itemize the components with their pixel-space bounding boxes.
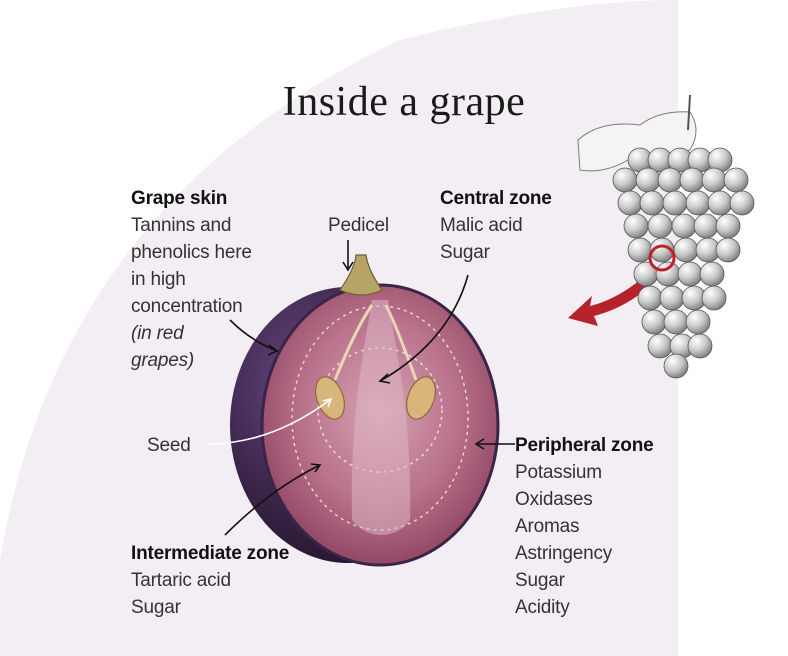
- grape-berry: [657, 167, 683, 193]
- grape-berry: [635, 167, 661, 193]
- seed-right: [406, 376, 436, 420]
- grape-berry: [637, 285, 663, 311]
- grape-cross-section-illustration: [230, 254, 500, 567]
- grape-berry: [701, 285, 727, 311]
- grape-berry: [647, 213, 673, 239]
- grape-berry: [663, 353, 689, 379]
- grape-berry: [729, 190, 755, 216]
- peripheral-zone-label: Peripheral zone Potassium Oxidases Aroma…: [515, 435, 654, 618]
- grape-berry: [639, 190, 665, 216]
- grape-berry: [699, 261, 725, 287]
- grape-bunch-illustration: [577, 94, 755, 379]
- grape-berry: [662, 190, 688, 216]
- grape-berry: [701, 167, 727, 193]
- grape-berry: [679, 167, 705, 193]
- grape-berry: [623, 213, 649, 239]
- page-title: Inside a grape: [282, 79, 526, 125]
- highlight-ring-icon: [648, 244, 676, 272]
- grape-berry: [723, 167, 749, 193]
- grape-berry: [647, 333, 673, 359]
- grape-skin-label: Grape skin Tannins and phenolics here in…: [131, 188, 252, 371]
- grape-berry: [617, 190, 643, 216]
- leader-lines: [224, 240, 515, 536]
- intermediate-zone-label: Intermediate zone Tartaric acid Sugar: [131, 543, 290, 618]
- grape-berry: [693, 213, 719, 239]
- seed-label: Seed: [147, 435, 191, 456]
- red-pointer-arrow-icon: [568, 280, 650, 326]
- grape-berry: [641, 309, 667, 335]
- central-zone-label: Central zone Malic acid Sugar: [440, 188, 552, 263]
- grape-berry: [715, 237, 741, 263]
- grape-berry: [677, 261, 703, 287]
- grape-berry: [685, 190, 711, 216]
- grape-berry: [673, 237, 699, 263]
- grape-berry: [663, 309, 689, 335]
- pedicel-label: Pedicel: [328, 215, 389, 236]
- grape-berry: [715, 213, 741, 239]
- grape-berry: [627, 237, 653, 263]
- seed-left: [315, 376, 345, 420]
- grape-berry: [671, 213, 697, 239]
- grape-berry: [685, 309, 711, 335]
- grape-berry: [612, 167, 638, 193]
- grape-berry: [707, 190, 733, 216]
- grape-berry: [659, 285, 685, 311]
- grape-berry: [687, 333, 713, 359]
- grape-berry: [655, 261, 681, 287]
